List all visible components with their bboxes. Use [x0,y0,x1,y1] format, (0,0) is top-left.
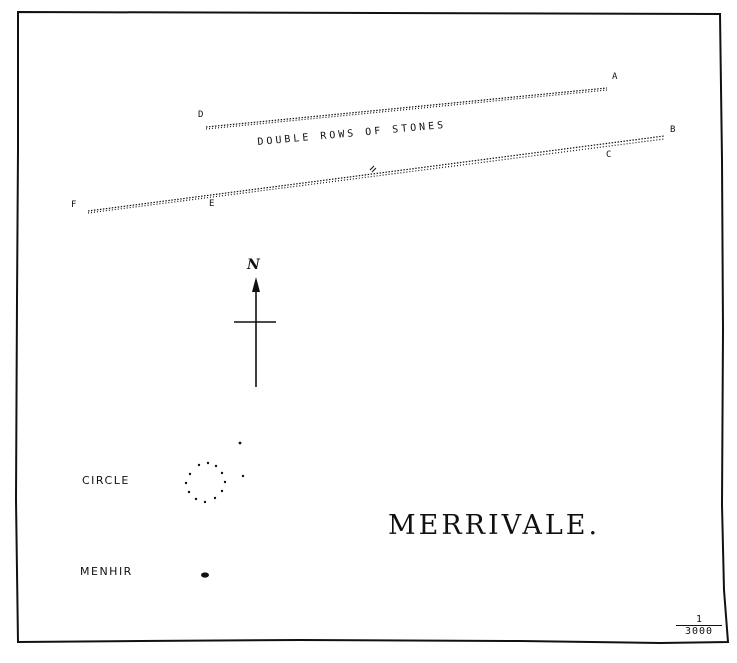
stone-row-icon [205,87,608,130]
scale-denominator: 3000 [676,625,722,637]
menhir-label: MENHIR [80,565,133,578]
point-label-b: B [670,125,676,135]
point-label-e: E [209,199,215,209]
point-label-d: D [198,110,204,120]
point-label-a: A [612,72,618,82]
north-arrow-icon [234,277,276,387]
stone-circle-icon [184,441,245,504]
menhir-icon [201,572,209,578]
stone-row-icon [87,135,665,214]
map-title: MERRIVALE. [388,510,601,541]
circle-label: CIRCLE [82,474,130,487]
scale-ratio: 1 3000 [676,614,722,637]
stone-mark [369,165,377,173]
north-label: N [247,257,260,273]
map-border [14,10,730,645]
scale-numerator: 1 [695,614,703,625]
point-label-f: F [71,200,77,210]
point-label-c: C [606,150,612,160]
